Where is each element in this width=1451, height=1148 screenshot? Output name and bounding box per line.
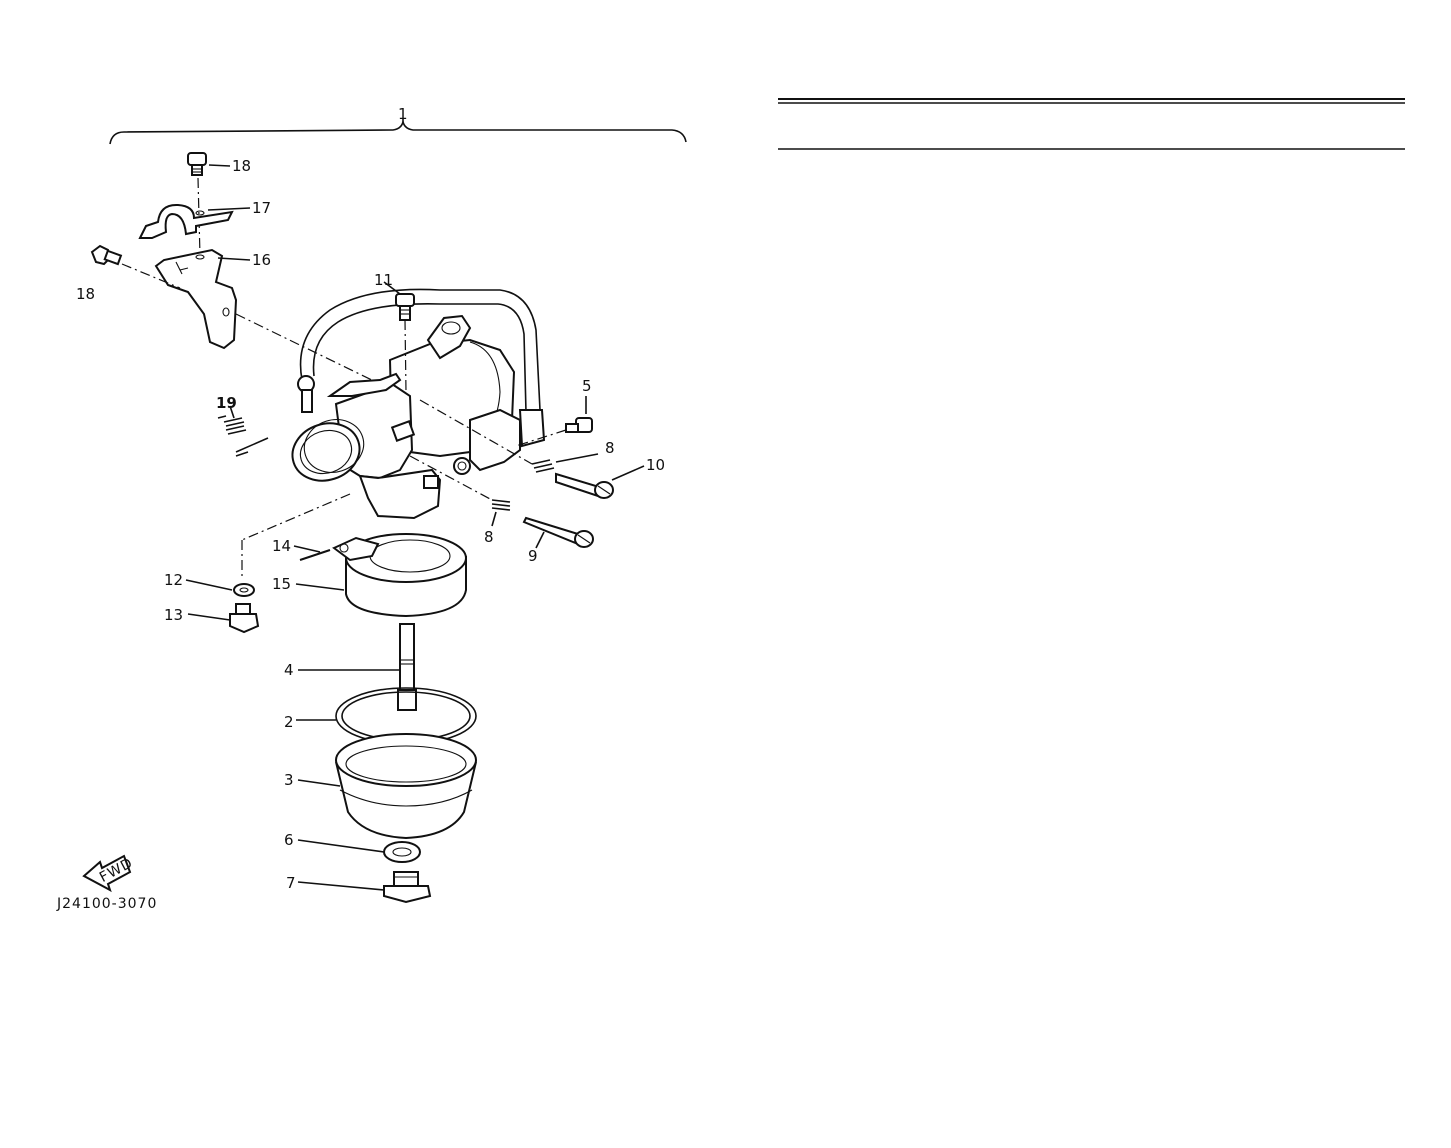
pin-14 <box>293 545 331 561</box>
screw-18-side <box>90 244 181 289</box>
bolt-13 <box>187 603 260 634</box>
carburetor-body <box>297 314 521 520</box>
screw-9 <box>409 455 594 549</box>
screw-5 <box>515 396 593 447</box>
screw-18-top <box>187 152 231 176</box>
callout-16: 16 <box>252 251 271 269</box>
plug-7 <box>297 871 432 904</box>
drawing-code: J24100-3070 <box>56 896 157 912</box>
callout-12: 12 <box>164 571 183 589</box>
spring-8-upper <box>531 453 599 473</box>
callout-14: 14 <box>272 537 291 555</box>
callout-9: 9 <box>528 547 538 565</box>
callout-6: 6 <box>284 831 294 849</box>
fuel-tube <box>299 288 546 448</box>
callout-8-lower: 8 <box>484 528 494 546</box>
callout-15: 15 <box>272 575 291 593</box>
float-15 <box>295 533 467 618</box>
bracket-16 <box>154 248 251 350</box>
callout-11: 11 <box>374 271 393 289</box>
parts-table-header-rules <box>778 98 1405 150</box>
fwd-arrow-icon: FWD <box>82 854 136 893</box>
jet-4 <box>298 623 417 711</box>
float-bowl-3 <box>297 733 477 840</box>
screw-10 <box>419 399 645 499</box>
callout-5: 5 <box>582 377 592 395</box>
assembly-bracket <box>109 118 687 145</box>
callout-19: 19 <box>216 394 237 412</box>
spring-8-lower <box>491 499 511 527</box>
callout-13: 13 <box>164 606 183 624</box>
callout-2: 2 <box>284 713 294 731</box>
screw-11 <box>383 281 415 393</box>
callout-18-top: 18 <box>232 157 251 175</box>
callout-4: 4 <box>284 661 294 679</box>
callout-labels: 1 2 3 4 5 6 7 8 8 9 10 11 12 13 14 15 16… <box>76 105 665 892</box>
clamp-17 <box>138 203 251 239</box>
callout-1: 1 <box>398 105 408 123</box>
intake-ring <box>291 419 365 482</box>
washer-12 <box>185 579 255 597</box>
callout-10: 10 <box>646 456 665 474</box>
callout-18-side: 18 <box>76 285 95 303</box>
callout-8-upper: 8 <box>605 439 615 457</box>
spring-19 <box>217 405 269 457</box>
callout-3: 3 <box>284 771 294 789</box>
washer-6 <box>297 839 421 863</box>
callout-7: 7 <box>286 874 296 892</box>
callout-17: 17 <box>252 199 271 217</box>
